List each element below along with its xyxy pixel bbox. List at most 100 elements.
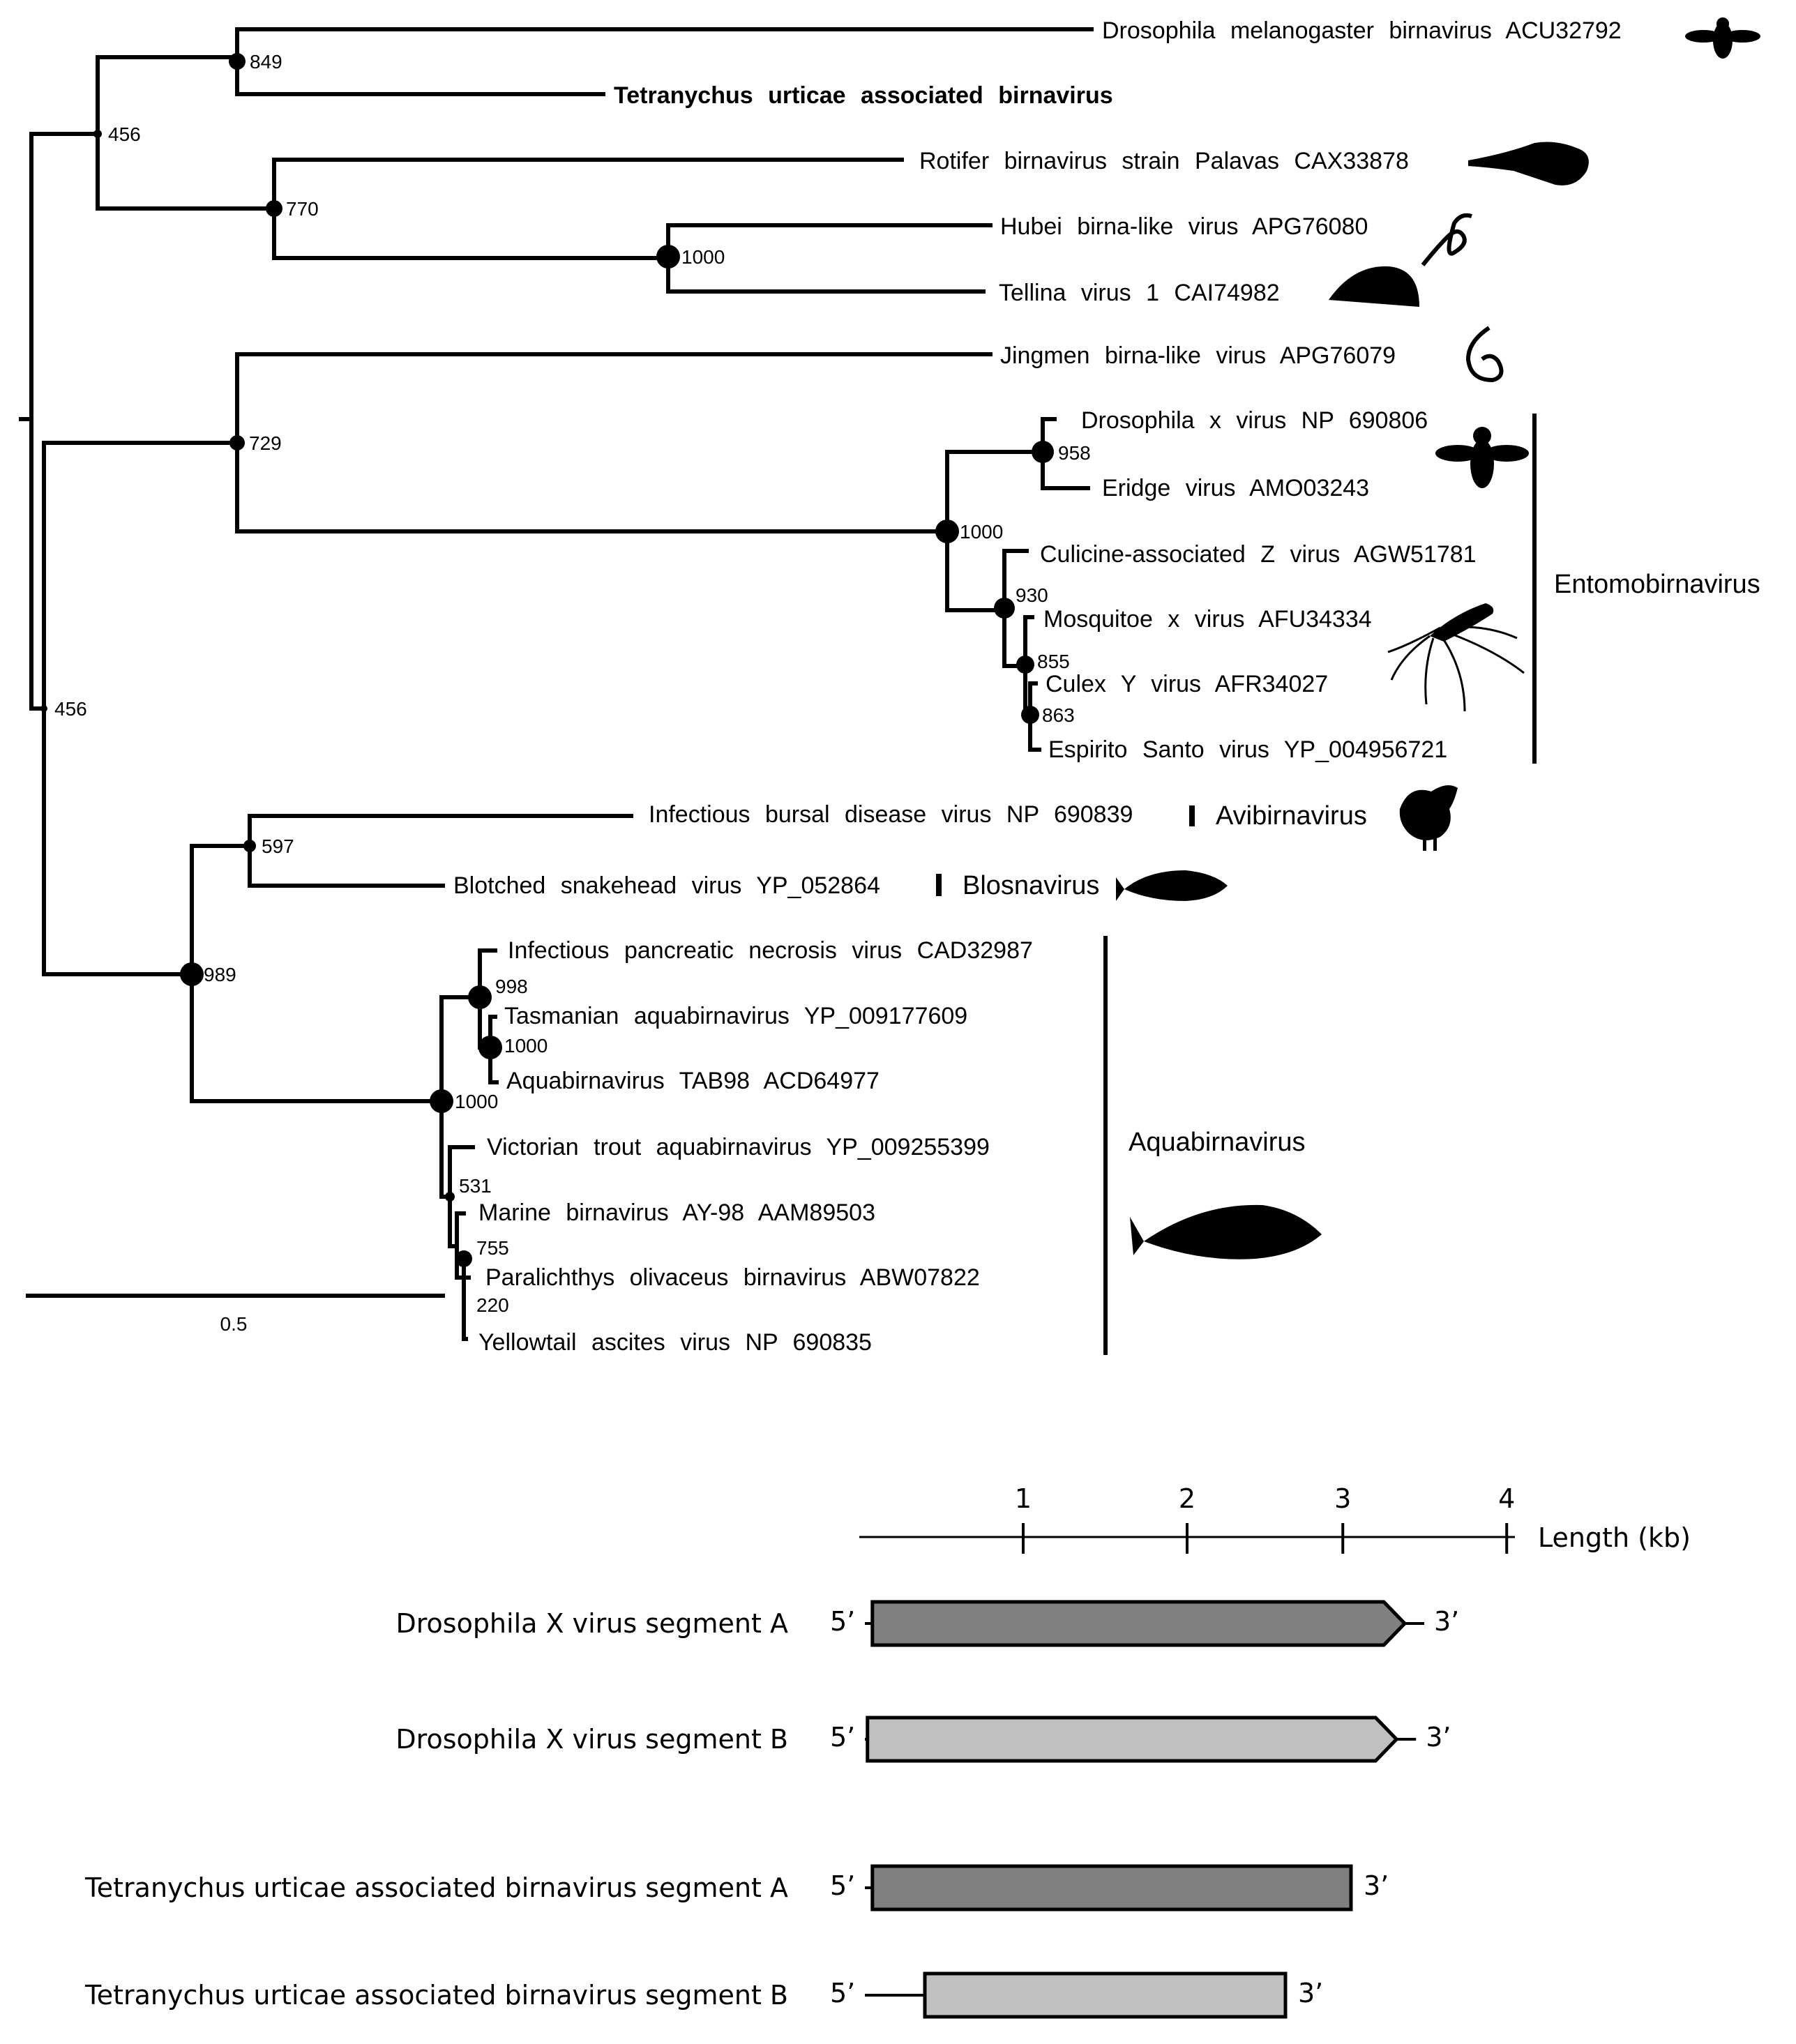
branch-755 — [448, 1211, 459, 1280]
taxon-label: Hubei birna-like virus APG76080 — [1000, 213, 1368, 240]
branch-989 — [42, 844, 194, 1103]
blosnavirus-bracket — [936, 874, 942, 896]
branch-849 — [96, 27, 239, 96]
node-marker — [229, 53, 246, 70]
node-marker — [180, 962, 204, 986]
taxon-label: Drosophila melanogaster birnavirus ACU32… — [1102, 17, 1622, 44]
support-value: 729 — [249, 432, 282, 454]
branch-729 — [42, 352, 239, 533]
taxon-label: Marine birnavirus AY-98 AAM89503 — [478, 1199, 875, 1226]
branch-1000b — [235, 450, 949, 612]
branch-958 — [945, 417, 1045, 490]
node-marker — [445, 1192, 455, 1202]
five-prime-label: 5’ — [830, 1722, 855, 1752]
segment-label: Drosophila X virus segment A — [395, 1608, 788, 1639]
taxon-label: Victorian trout aquabirnavirus YP_009255… — [487, 1134, 990, 1160]
five-prime-label: 5’ — [830, 1978, 855, 2008]
support-value: 849 — [250, 51, 282, 73]
segment-label: Drosophila X virus segment B — [395, 1724, 788, 1755]
fly-icon — [1685, 17, 1760, 59]
node-marker — [1016, 656, 1034, 674]
segment-bar — [870, 1864, 1353, 1911]
support-value: 855 — [1037, 651, 1070, 672]
node-marker — [266, 200, 282, 217]
taxon-label: Tasmanian aquabirnavirus YP_009177609 — [504, 1003, 967, 1029]
axis-tick-label: 4 — [1498, 1483, 1515, 1514]
clam-shell-icon — [1329, 266, 1419, 307]
node-marker — [40, 705, 47, 712]
node-marker — [656, 245, 680, 268]
segment-label: Tetranychus urticae associated birnaviru… — [84, 1872, 788, 1903]
support-value: 456 — [108, 123, 141, 145]
taxon-label: Culicine-associated Z virus AGW51781 — [1040, 541, 1477, 568]
five-prime-label: 5’ — [830, 1606, 855, 1637]
taxon-label: Culex Y virus AFR34027 — [1046, 671, 1328, 697]
taxon-label: Aquabirnavirus TAB98 ACD64977 — [506, 1068, 880, 1094]
support-value: 930 — [1016, 584, 1048, 606]
axis-tick-label: 1 — [1015, 1483, 1032, 1514]
axis-tick-label: 3 — [1334, 1483, 1351, 1514]
node-marker — [243, 840, 256, 852]
branch-770 — [96, 158, 276, 260]
taxon-label: Espirito Santo virus YP_004956721 — [1048, 736, 1447, 763]
node-marker — [93, 130, 102, 138]
branch-1000a — [272, 223, 670, 294]
snakehead-fish-icon — [1116, 870, 1228, 901]
taxon-label: Paralichthys olivaceus birnavirus ABW078… — [485, 1264, 980, 1291]
mosquito-icon — [1387, 603, 1525, 712]
node-marker — [229, 435, 245, 451]
genus-label-avibirnavirus: Avibirnavirus — [1216, 801, 1367, 831]
node-marker — [478, 1036, 502, 1059]
branch-597 — [190, 814, 252, 888]
node-marker — [430, 1089, 453, 1113]
trout-fish-icon — [1130, 1204, 1322, 1259]
support-value: 597 — [262, 835, 294, 857]
segment-label: Tetranychus urticae associated birnaviru… — [84, 1980, 788, 2011]
support-value: 220 — [476, 1294, 509, 1316]
node-marker — [455, 1250, 472, 1267]
support-value: 531 — [459, 1175, 492, 1197]
taxon-label: Eridge virus AMO03243 — [1102, 475, 1369, 501]
taxon-label: Tetranychus urticae associated birnaviru… — [614, 82, 1113, 109]
segment-bar — [866, 1716, 1399, 1763]
genus-label-aquabirnavirus: Aquabirnavirus — [1129, 1128, 1305, 1157]
node-marker — [1021, 706, 1039, 724]
support-value: 1000 — [455, 1091, 498, 1112]
three-prime-label: 3’ — [1364, 1870, 1389, 1901]
chicken-icon — [1399, 785, 1458, 851]
five-prime-label: 5’ — [830, 1870, 855, 1901]
support-value: 958 — [1058, 442, 1091, 464]
segment-bar — [870, 1600, 1408, 1647]
support-value: 1000 — [681, 246, 725, 268]
branch-upper-clade — [29, 55, 100, 211]
node-marker — [468, 985, 492, 1009]
branch-1000c — [190, 995, 444, 1199]
genus-label-entomobirnavirus: Entomobirnavirus — [1554, 570, 1760, 599]
taxon-label: Jingmen birna-like virus APG76079 — [1000, 342, 1396, 369]
support-value: 989 — [204, 964, 236, 985]
three-prime-label: 3’ — [1298, 1978, 1323, 2008]
rotifer-icon — [1468, 142, 1589, 186]
support-value: 1000 — [504, 1035, 548, 1057]
genus-label-blosnavirus: Blosnavirus — [963, 871, 1099, 900]
taxon-label: Drosophila x virus NP 690806 — [1081, 407, 1428, 434]
taxon-label: Yellowtail ascites virus NP 690835 — [478, 1329, 872, 1356]
node-marker — [935, 520, 959, 543]
taxon-label: Mosquitoe x virus AFU34334 — [1043, 606, 1372, 633]
node-marker — [994, 598, 1015, 619]
taxon-label: Infectious pancreatic necrosis virus CAD… — [508, 937, 1033, 964]
taxon-label: Rotifer birnavirus strain Palavas CAX338… — [919, 148, 1409, 174]
taxon-label: Blotched snakehead virus YP_052864 — [453, 872, 880, 899]
support-value: 1000 — [960, 521, 1003, 543]
taxon-label: Tellina virus 1 CAI74982 — [999, 280, 1280, 306]
support-value: 770 — [286, 198, 319, 220]
snail-icon — [1465, 326, 1504, 383]
support-value: 863 — [1042, 704, 1075, 726]
avibirnavirus-bracket — [1189, 805, 1195, 826]
three-prime-label: 3’ — [1434, 1606, 1459, 1637]
taxon-label: Infectious bursal disease virus NP 69083… — [649, 801, 1133, 828]
fruit-fly-icon — [1435, 427, 1529, 488]
axis-label: Length (kb) — [1538, 1522, 1691, 1553]
